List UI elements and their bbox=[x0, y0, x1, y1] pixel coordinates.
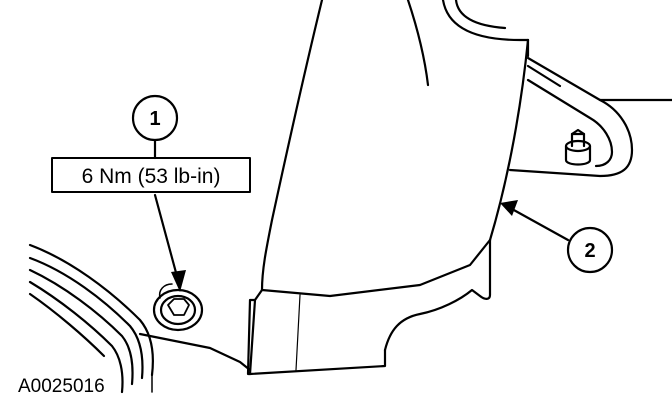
torque-box bbox=[51, 157, 251, 193]
leader-line-1 bbox=[153, 193, 186, 292]
bumper-trim bbox=[28, 243, 252, 394]
shield-part bbox=[246, 0, 530, 376]
leader-line-2 bbox=[500, 200, 570, 242]
frame-rail bbox=[441, 0, 672, 178]
callout-2-label: 2 bbox=[584, 240, 595, 262]
figure-id: A0025016 bbox=[18, 376, 105, 397]
stud bbox=[564, 128, 592, 166]
callout-1-label: 1 bbox=[149, 108, 160, 130]
torque-spec: 6 Nm (53 lb-in) bbox=[82, 165, 221, 188]
callout-2-circle bbox=[566, 226, 614, 274]
bolt-fastener bbox=[152, 283, 204, 332]
